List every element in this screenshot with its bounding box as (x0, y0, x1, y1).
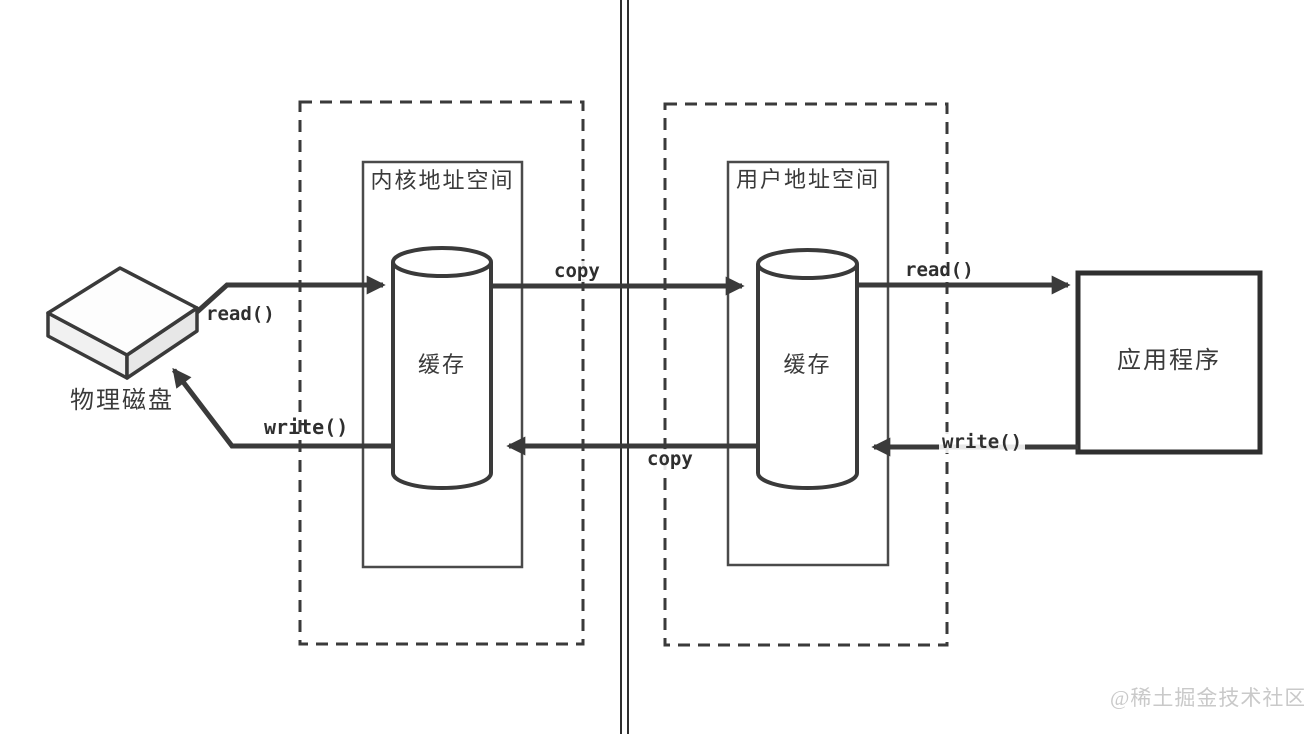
application-label: 应用程序 (1117, 348, 1221, 374)
physical-disk-icon (46, 266, 199, 380)
copy-bottom-label: copy (644, 449, 696, 470)
read-flow-arrows (195, 275, 1071, 314)
kernel-buffer-cylinder (391, 246, 493, 490)
arrow-kernel-to-disk (172, 367, 393, 449)
kernel-space-dashed-box (298, 100, 585, 646)
application-box (1075, 270, 1263, 455)
kernel-space-title: 内核地址空间 (370, 168, 515, 193)
watermark: @稀土掘金技术社区 (1110, 686, 1304, 710)
kernel-buffer-label: 缓存 (417, 352, 466, 377)
user-buffer-label: 缓存 (783, 352, 832, 377)
user-buffer-cylinder (756, 248, 859, 490)
write-disk-label: write() (264, 415, 349, 439)
user-space-title: 用户地址空间 (735, 167, 880, 192)
arrow-disk-to-kernel (195, 275, 386, 314)
write-app-label: write() (939, 432, 1026, 453)
address-space-divider (620, 0, 629, 734)
copy-top-label: copy (551, 261, 603, 282)
user-space-dashed-box (663, 102, 949, 647)
physical-disk-label: 物理磁盘 (70, 388, 174, 414)
read-disk-label: read() (206, 303, 275, 325)
read-app-label: read() (902, 260, 977, 281)
